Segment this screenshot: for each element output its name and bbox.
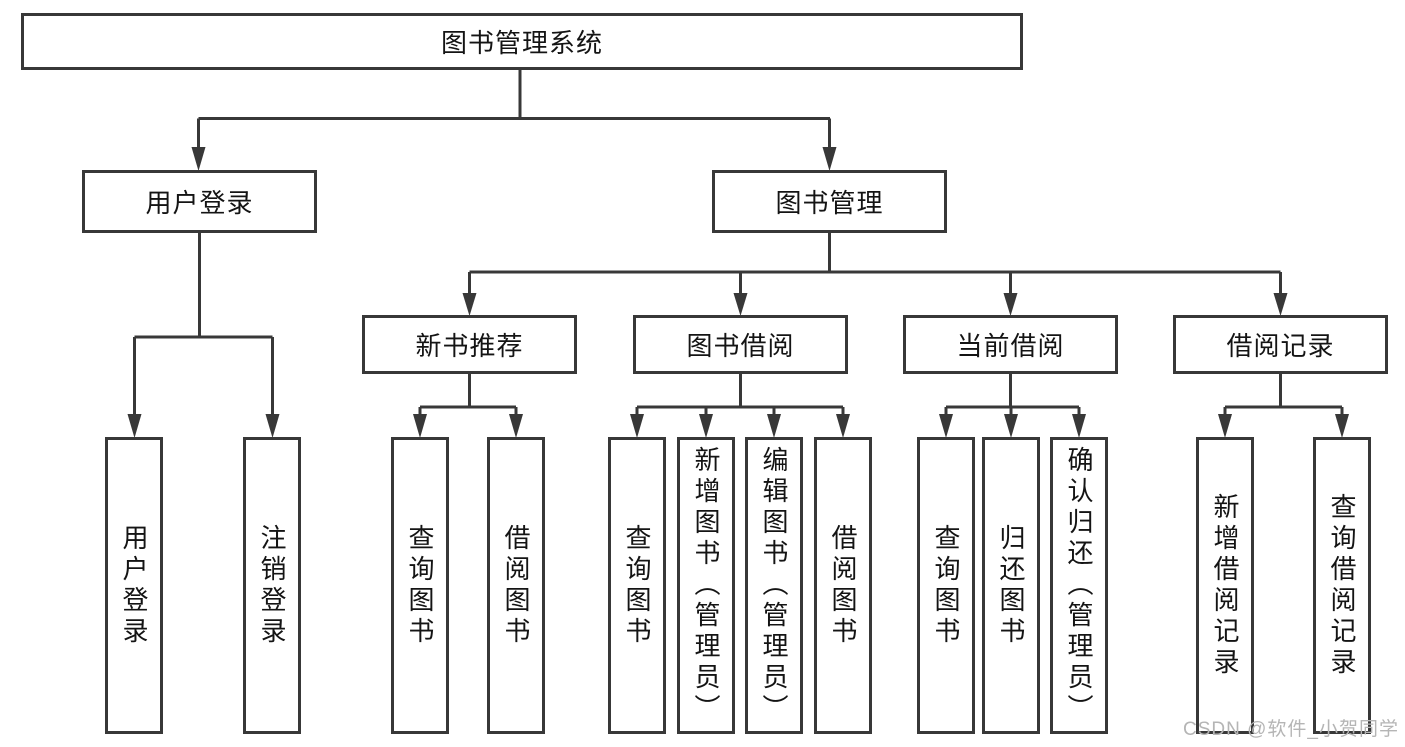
node-new-book-rec: 新书推荐 xyxy=(362,315,577,374)
connector-new-book-rec-children xyxy=(418,374,518,417)
leaf-br-add-record: 新增借阅记录 xyxy=(1196,437,1254,734)
leaf-cb-query-book: 查询图书 xyxy=(917,437,975,734)
leaf-br-query-record: 查询借阅记录 xyxy=(1313,437,1371,734)
leaf-cb-return-book: 归还图书 xyxy=(982,437,1040,734)
leaf-nb-borrow-book: 借阅图书 xyxy=(487,437,545,734)
leaf-user-login: 用户登录 xyxy=(105,437,163,734)
node-borrow-record: 借阅记录 xyxy=(1173,315,1388,374)
connector-root-to-level2 xyxy=(197,69,831,150)
leaf-nb-query-book: 查询图书 xyxy=(391,437,449,734)
connector-book-borrow-children xyxy=(635,374,845,417)
connector-book-mgmt-to-level3 xyxy=(468,233,1282,297)
leaf-logout: 注销登录 xyxy=(243,437,301,734)
leaf-bb-borrow-book: 借阅图书 xyxy=(814,437,872,734)
connector-user-login-children xyxy=(133,233,274,417)
node-book-borrow: 图书借阅 xyxy=(633,315,848,374)
connector-borrow-record-children xyxy=(1223,374,1344,417)
leaf-bb-add-book: 新增图书（管理员） xyxy=(677,437,735,734)
leaf-bb-query-book: 查询图书 xyxy=(608,437,666,734)
leaf-bb-edit-book: 编辑图书（管理员） xyxy=(745,437,803,734)
connector-current-borrow-children xyxy=(944,374,1081,417)
leaf-cb-confirm-return: 确认归还（管理员） xyxy=(1050,437,1108,734)
node-book-mgmt-branch: 图书管理 xyxy=(712,170,947,233)
node-user-login-branch: 用户登录 xyxy=(82,170,317,233)
arrowheads xyxy=(127,147,1349,438)
node-root: 图书管理系统 xyxy=(21,13,1023,70)
csdn-watermark: CSDN @软件_小贺同学 xyxy=(1183,719,1399,740)
node-current-borrow: 当前借阅 xyxy=(903,315,1118,374)
